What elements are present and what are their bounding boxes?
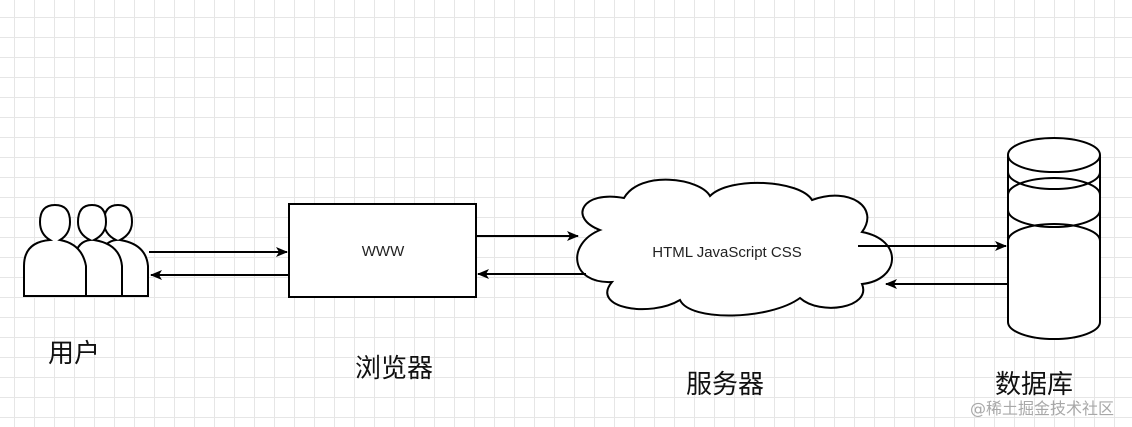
browser-box: [288, 203, 477, 298]
database-label: 数据库: [995, 370, 1074, 400]
browser-label: 浏览器: [355, 354, 434, 384]
watermark: @稀土掘金技术社区: [969, 399, 1114, 418]
server-label: 服务器: [686, 370, 765, 400]
browser-box-text: WWW: [362, 243, 405, 260]
users-icon: [23, 203, 149, 297]
cloud-text: HTML JavaScript CSS: [652, 244, 801, 261]
database-icon: [1007, 137, 1101, 340]
user-label: 用户: [48, 339, 101, 369]
cloud-icon: [576, 178, 893, 317]
